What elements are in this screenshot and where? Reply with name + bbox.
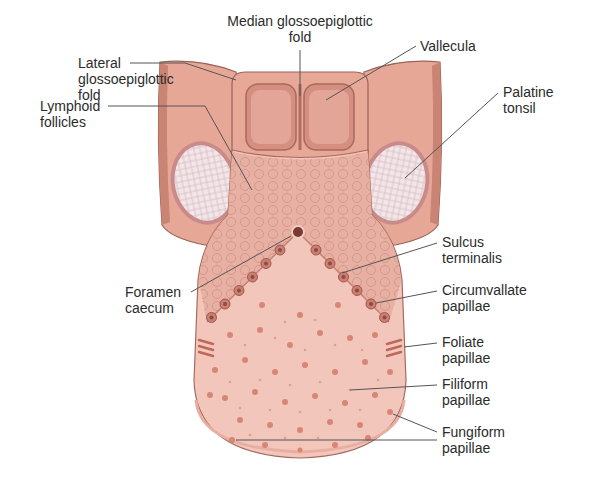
part-label: Lymphoid follicles bbox=[40, 98, 115, 130]
part-label: Vallecula bbox=[420, 38, 530, 54]
part-label: Foliate papillae bbox=[442, 334, 520, 366]
fungiform-papillae bbox=[207, 302, 393, 453]
filiform-papillae bbox=[229, 319, 380, 440]
part-label: Median glossoepiglottic fold bbox=[225, 13, 375, 45]
part-label: Lateral glossoepiglottic fold bbox=[78, 55, 183, 103]
foliate-papillae bbox=[199, 340, 401, 356]
part-label: Filiform papillae bbox=[442, 376, 520, 408]
part-label: Foramen caecum bbox=[125, 284, 187, 316]
part-label: Circumvallate papillae bbox=[442, 282, 552, 314]
foramen-caecum-pit bbox=[292, 226, 304, 238]
sulcus-and-circumvallate bbox=[207, 226, 390, 323]
part-label: Sulcus terminalis bbox=[442, 234, 520, 266]
part-label: Palatine tonsil bbox=[503, 84, 575, 116]
tongue-body bbox=[194, 150, 406, 458]
leader-lines bbox=[108, 46, 498, 440]
part-label: Fungiform papillae bbox=[442, 424, 520, 456]
